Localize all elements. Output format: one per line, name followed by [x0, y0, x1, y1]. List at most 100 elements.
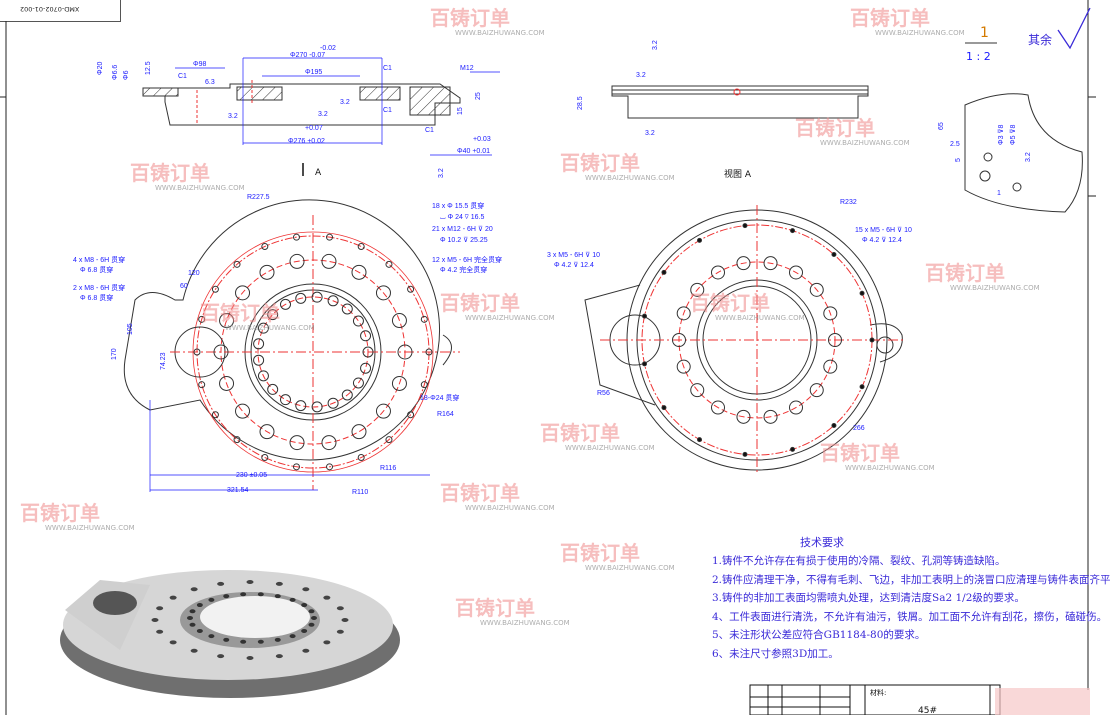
small-hole — [326, 233, 334, 241]
watermark-brand: 百铸订单 — [795, 116, 875, 140]
watermark-brand: 百铸订单 — [560, 541, 640, 565]
plan-dimension: R232 — [840, 199, 857, 206]
threaded-hole — [280, 298, 291, 310]
threaded-hole — [352, 315, 364, 327]
hole-callout: 2 x M8 - 6H 贯穿 — [73, 283, 125, 292]
hole-callout: 15 x M5 - 6H ⊽ 10 — [855, 226, 912, 234]
bolt-hole — [823, 306, 838, 321]
section-dimension: +0.03 — [473, 136, 491, 143]
section-dimension: 6.3 — [205, 79, 215, 86]
requirement-item: 3.铸件的非加工表面均需喷丸处理，达到清洁度Sa2 1/2级的要求。 — [712, 592, 1025, 605]
bolt-hole — [235, 285, 251, 301]
requirements-title: 技术要求 — [800, 536, 844, 549]
bolt-hole — [235, 403, 251, 419]
small-hole — [642, 361, 648, 367]
section-dimension: M12 — [460, 65, 474, 72]
watermark-url: WWW.BAIZHUWANG.COM — [45, 524, 135, 532]
small-hole — [261, 454, 269, 462]
bolt-hole — [289, 253, 305, 269]
plan-dimension: R56 — [597, 390, 610, 397]
bolt-hole — [736, 409, 751, 424]
requirement-item: 2.铸件应清理干净，不得有毛刺、飞边，非加工表明上的浇冒口应清理与铸件表面齐平。 — [712, 573, 1110, 586]
section-dimension: 15 — [457, 107, 464, 115]
bolt-hole — [351, 264, 367, 280]
requirements-list: 1.铸件不允许存在有损于使用的冷隔、裂纹、孔洞等铸造缺陷。 2.铸件应清理干净，… — [712, 552, 1110, 664]
bolt-hole — [351, 424, 367, 440]
bolt-hole — [809, 282, 824, 297]
small-hole — [407, 285, 415, 293]
detail-view — [964, 93, 1083, 213]
bolt-hole — [789, 400, 803, 415]
bolt-hole — [321, 435, 337, 451]
watermark-url: WWW.BAIZHUWANG.COM — [480, 619, 570, 627]
small-hole — [420, 381, 428, 389]
small-hole — [859, 290, 865, 296]
threaded-hole — [267, 383, 279, 395]
section-dimension: Φ276 +0.02 — [288, 138, 325, 145]
detail-dimension: 2.5 — [950, 141, 960, 148]
section-dimension: Φ6.6 — [112, 65, 119, 80]
section-dimension: Φ98 — [193, 61, 206, 68]
bolt-hole — [676, 359, 691, 374]
section-dimension: 12.5 — [145, 61, 152, 75]
plan-dimension: 105 — [127, 323, 134, 335]
small-hole — [198, 381, 206, 389]
watermark-url: WWW.BAIZHUWANG.COM — [585, 564, 675, 572]
3d-render — [60, 570, 400, 698]
view-a-profile — [611, 85, 869, 119]
material-label: 材料: — [870, 688, 886, 697]
scale-top: 1 — [980, 25, 989, 41]
plan-dimension: 266 — [853, 425, 865, 432]
bolt-hole — [259, 264, 275, 280]
threaded-hole — [253, 354, 265, 366]
watermark-url: WWW.BAIZHUWANG.COM — [565, 444, 655, 452]
watermark-url: WWW.BAIZHUWANG.COM — [585, 174, 675, 182]
plan-dimension: 321.54 — [227, 487, 249, 494]
watermark-brand: 百铸订单 — [560, 151, 640, 175]
hole-callout: Φ 6.8 贯穿 — [80, 265, 113, 274]
bolt-hole — [375, 285, 391, 301]
hole-callout: 4 x M8 - 6H 贯穿 — [73, 255, 125, 264]
detail-dimension: 1 — [997, 190, 1001, 197]
watermark-brand: 百铸订单 — [540, 421, 620, 445]
watermark-url: WWW.BAIZHUWANG.COM — [225, 324, 315, 332]
hole-callout: Φ 10.2 ⊽ 25.25 — [440, 236, 488, 244]
material-value: 45# — [918, 706, 937, 715]
section-dimension: 3.2 — [340, 99, 350, 106]
hole-callout: Φ 4.2 ⊽ 12.4 — [862, 236, 902, 244]
plan-dimension: 120 — [188, 270, 200, 277]
watermark-url: WWW.BAIZHUWANG.COM — [465, 314, 555, 322]
threaded-hole — [295, 292, 307, 304]
bolt-hole — [391, 313, 407, 329]
watermark-brand: 百铸订单 — [455, 596, 535, 620]
bolt-hole — [763, 409, 778, 424]
hole-callout: 21 x M12 - 6H ⊽ 20 — [432, 225, 493, 233]
watermark-brand: 百铸订单 — [20, 501, 100, 525]
bolt-hole — [690, 282, 705, 297]
bolt-hole — [397, 344, 413, 360]
hole-callout: 3 x M5 - 6H ⊽ 10 — [547, 251, 600, 259]
bolt-hole — [763, 256, 778, 271]
hole-callout: Φ 6.8 贯穿 — [80, 293, 113, 302]
watermark-url: WWW.BAIZHUWANG.COM — [950, 284, 1040, 292]
small-hole — [211, 411, 219, 419]
small-hole — [261, 242, 269, 250]
threaded-hole — [327, 397, 339, 409]
bolt-hole — [690, 383, 705, 398]
small-hole — [859, 384, 865, 390]
watermark-url: WWW.BAIZHUWANG.COM — [875, 29, 965, 37]
watermark-url: WWW.BAIZHUWANG.COM — [455, 29, 545, 37]
small-hole — [661, 269, 667, 275]
section-dimension: -0.02 — [320, 45, 336, 52]
plan-dimension: R110 — [352, 489, 368, 496]
plan-dimension: R116 — [380, 465, 396, 472]
small-hole — [790, 446, 796, 452]
bolt-hole — [391, 375, 407, 391]
threaded-hole — [257, 370, 269, 382]
detail-dimension: 65 — [938, 122, 945, 130]
watermark-url: WWW.BAIZHUWANG.COM — [155, 184, 245, 192]
requirement-item: 5、未注形状公差应符合GB1184-80的要求。 — [712, 629, 926, 642]
watermark-url: WWW.BAIZHUWANG.COM — [715, 314, 805, 322]
threaded-hole — [341, 303, 353, 315]
section-dimension: C1 — [383, 107, 392, 114]
